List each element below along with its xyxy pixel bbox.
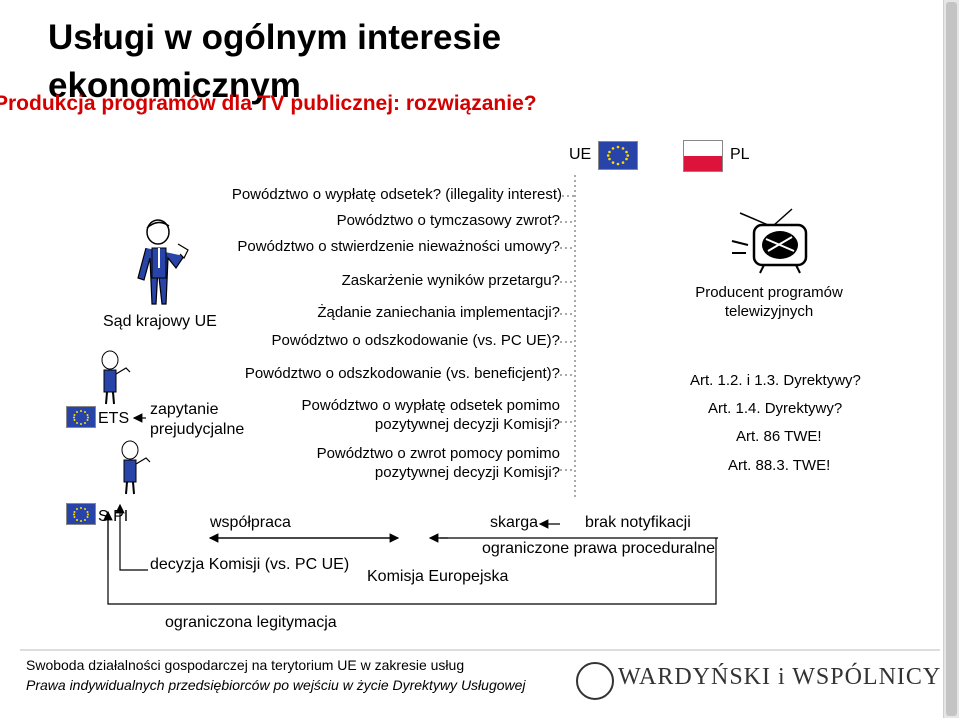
footer-line-1: Swoboda działalności gospodarczej na ter…: [26, 657, 465, 673]
judge-icon: [121, 440, 151, 495]
pl-label: PL: [730, 146, 750, 163]
article-item: Art. 86 TWE!: [736, 428, 822, 445]
vertical-scrollbar[interactable]: [943, 0, 959, 718]
decision-label: decyzja Komisji (vs. PC UE): [150, 556, 350, 573]
page-subtitle: Produkcja programów dla TV publicznej: r…: [0, 92, 537, 115]
judge-icon: [137, 219, 189, 305]
claim-item: Zaskarżenie wyników przetargu?: [341, 272, 560, 289]
claim-item: Powództwo o wypłatę odsetek? (illegality…: [231, 186, 562, 203]
page-title: Usługi w ogólnym interesie ekonomicznym: [48, 18, 502, 105]
claim-item: Powództwo o stwierdzenie nieważności umo…: [237, 238, 560, 255]
claim-item: Powództwo o odszkodowanie (vs. beneficje…: [244, 365, 560, 382]
national-court-label: Sąd krajowy UE: [103, 313, 217, 330]
claim-item: Powództwo o tymczasowy zwrot?: [336, 212, 560, 229]
article-item: Art. 1.2. i 1.3. Dyrektywy?: [690, 372, 861, 389]
eu-flag-icon: [598, 141, 638, 170]
pl-flag-icon: [683, 140, 723, 172]
limited-rights-label: ograniczone prawa proceduralne: [482, 540, 716, 557]
spi-label: S PI: [98, 508, 129, 525]
commission-label: Komisja Europejska: [367, 568, 509, 585]
judge-icon: [101, 350, 131, 405]
claim-item: Powództwo o odszkodowanie (vs. PC UE)?: [271, 332, 560, 349]
complaint-label: skarga brak notyfikacji: [490, 514, 691, 531]
standing-loop: [107, 520, 717, 605]
company-logo-text: WARDYŃSKI i WSPÓLNICY: [618, 664, 942, 690]
article-item: Art. 88.3. TWE!: [728, 457, 831, 474]
company-logo-icon: [576, 662, 614, 700]
eu-flag-icon: [66, 503, 96, 525]
limited-standing-label: ograniczona legitymacja: [165, 614, 337, 631]
scrollbar-thumb[interactable]: [946, 2, 957, 716]
tv-icon: [731, 208, 808, 274]
decision-arrow: [115, 503, 148, 571]
claim-item: Żądanie zaniechania implementacji?: [317, 304, 560, 321]
cooperation-label: współpraca: [210, 514, 291, 531]
ets-label: ETS: [98, 410, 130, 427]
eu-flag-icon: [66, 406, 96, 428]
article-item: Art. 1.4. Dyrektywy?: [708, 400, 843, 417]
eu-label: UE: [569, 146, 592, 163]
footer-line-2: Prawa indywidualnych przedsiębiorców po …: [26, 677, 526, 693]
